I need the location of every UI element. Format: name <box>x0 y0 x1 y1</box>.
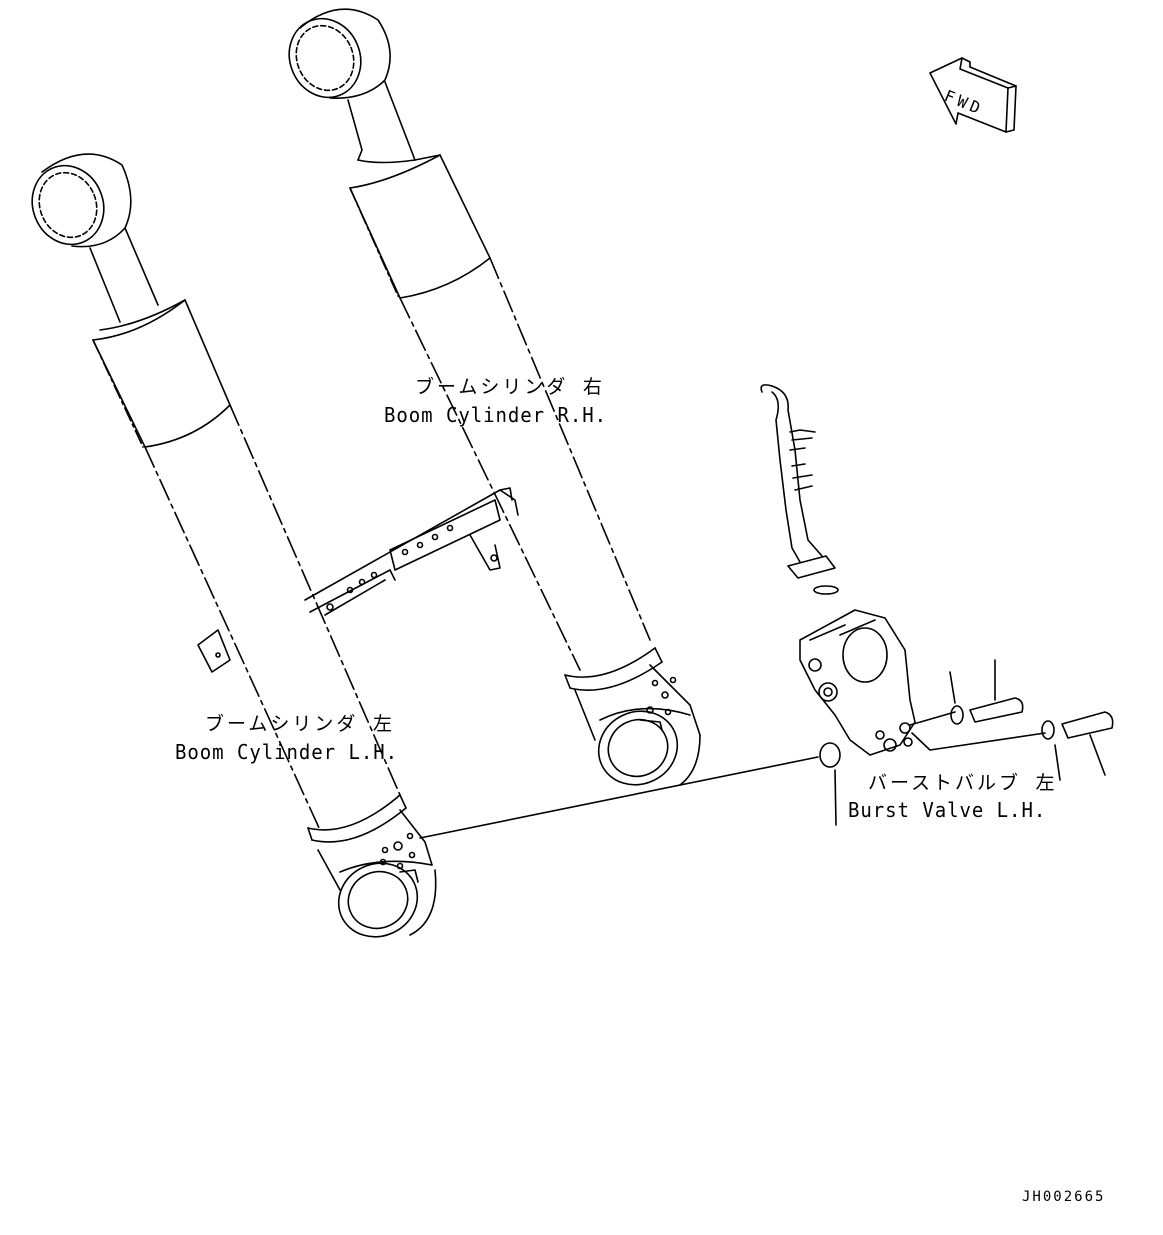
boom-cylinder-lh-drawing <box>31 153 437 938</box>
o-ring-drawing <box>419 742 841 839</box>
boom-cylinder-rh-drawing <box>288 8 701 786</box>
boom-cylinder-lh-label-jp: ブームシリンダ 左 <box>205 713 395 735</box>
burst-valve-lh-label-en: Burst Valve L.H. <box>848 798 1047 822</box>
boom-cylinder-rh-label-en: Boom Cylinder R.H. <box>384 403 608 427</box>
hose-drawing <box>760 384 839 595</box>
mounting-bracket-drawing <box>304 487 519 616</box>
boom-cylinder-rh-label-jp: ブームシリンダ 右 <box>415 376 605 398</box>
figure-code: JH002665 <box>1022 1189 1106 1205</box>
fwd-arrow-icon <box>929 57 1017 133</box>
burst-valve-lh-label-jp: バーストバルブ 左 <box>868 772 1058 794</box>
burst-valve-drawing <box>799 609 916 756</box>
fasteners-drawing <box>909 659 1114 781</box>
boom-cylinder-lh-label-en: Boom Cylinder L.H. <box>175 740 399 764</box>
